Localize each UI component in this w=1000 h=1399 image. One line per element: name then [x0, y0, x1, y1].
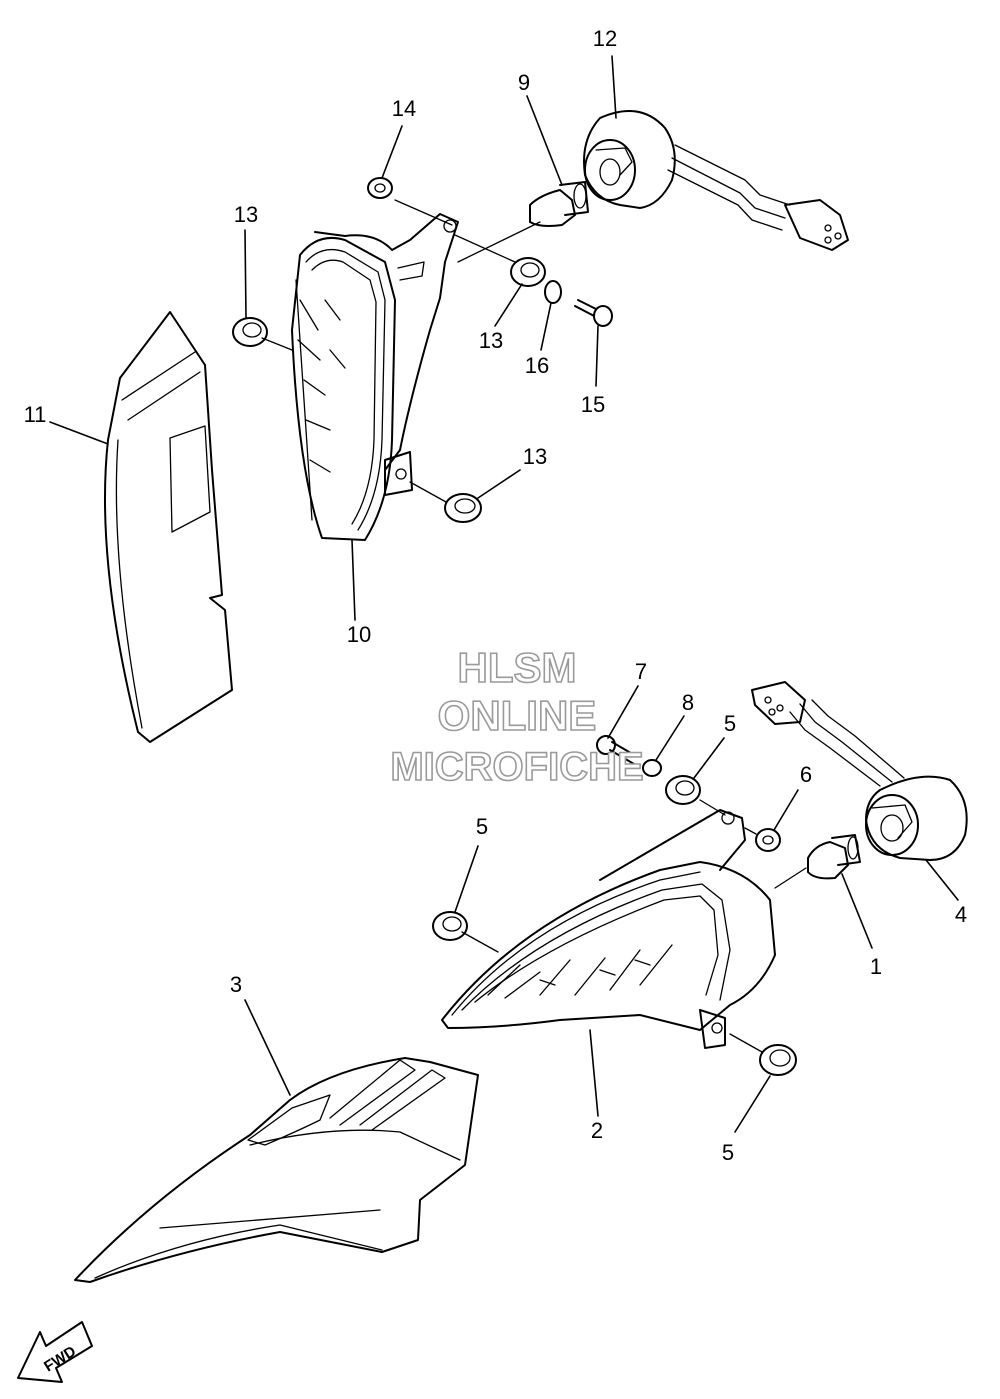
grommet-part-5-bottom — [759, 1044, 797, 1076]
leader-8 — [655, 715, 685, 761]
lens-cover-part-11 — [103, 311, 233, 743]
turn-signal-lens-part-10 — [291, 213, 459, 541]
leader-7 — [607, 685, 639, 739]
grommet-part-5-top — [665, 775, 701, 805]
turn-signal-lens-part-2 — [441, 809, 776, 1049]
bulb-socket-part-4 — [751, 681, 968, 861]
callout-11: 11 — [24, 402, 47, 427]
leader-9 — [526, 95, 563, 186]
leader-5-bottom — [734, 1075, 771, 1133]
bulb-part-1 — [807, 834, 861, 880]
screw-part-15 — [574, 299, 613, 327]
callout-1: 1 — [870, 954, 882, 979]
callout-4: 4 — [955, 902, 967, 927]
grommet-part-13-bottom — [444, 493, 482, 523]
callout-6: 6 — [800, 762, 812, 787]
leader-10 — [351, 539, 356, 621]
grommet-part-5-left — [432, 911, 468, 941]
callout-10: 10 — [347, 622, 371, 647]
washer-part-8 — [642, 759, 662, 777]
leader-2 — [589, 1029, 599, 1117]
fwd-arrow-icon: FWD — [17, 1321, 93, 1383]
leader-13-top — [494, 283, 523, 327]
leader-16 — [540, 302, 552, 351]
watermark-line-1: HLSM — [458, 644, 577, 691]
callout-7: 7 — [635, 659, 647, 684]
collar-part-6 — [755, 828, 781, 852]
callout-16: 16 — [525, 353, 549, 378]
leader-4 — [925, 859, 959, 901]
callout-2: 2 — [591, 1118, 603, 1143]
callout-9: 9 — [518, 70, 530, 95]
leader-5-left — [454, 845, 479, 913]
callout-13-left: 13 — [234, 202, 258, 227]
leader-6 — [773, 789, 799, 831]
bulb-part-9 — [529, 181, 589, 227]
leader-1 — [841, 873, 873, 949]
callout-8: 8 — [682, 690, 694, 715]
grommet-part-13-top — [510, 257, 546, 287]
callout-3: 3 — [230, 972, 242, 997]
screw-part-7 — [596, 735, 637, 765]
leader-14 — [381, 125, 403, 179]
lens-cover-part-3 — [74, 1057, 479, 1283]
watermark-line-3: MICROFICHE — [390, 745, 643, 789]
leader-12 — [611, 55, 617, 119]
callout-5-left: 5 — [476, 814, 488, 839]
leader-5-top — [693, 737, 725, 779]
callout-13-bottom: 13 — [523, 444, 547, 469]
callout-15: 15 — [581, 392, 605, 417]
watermark-line-2: ONLINE — [438, 692, 597, 739]
collar-part-14 — [367, 177, 393, 199]
bulb-socket-part-12 — [583, 110, 849, 251]
washer-part-16 — [544, 280, 562, 304]
leader-13-left — [244, 229, 247, 319]
callout-5-bottom: 5 — [722, 1140, 734, 1165]
callout-12: 12 — [593, 26, 617, 51]
leader-3 — [244, 999, 291, 1096]
callout-14: 14 — [392, 96, 416, 121]
grommet-part-13-left — [232, 317, 268, 347]
callout-5-top: 5 — [724, 711, 736, 736]
leader-11 — [49, 421, 109, 445]
leader-13-bottom — [477, 469, 521, 499]
leader-15 — [595, 325, 599, 387]
callout-13-top: 13 — [479, 328, 503, 353]
